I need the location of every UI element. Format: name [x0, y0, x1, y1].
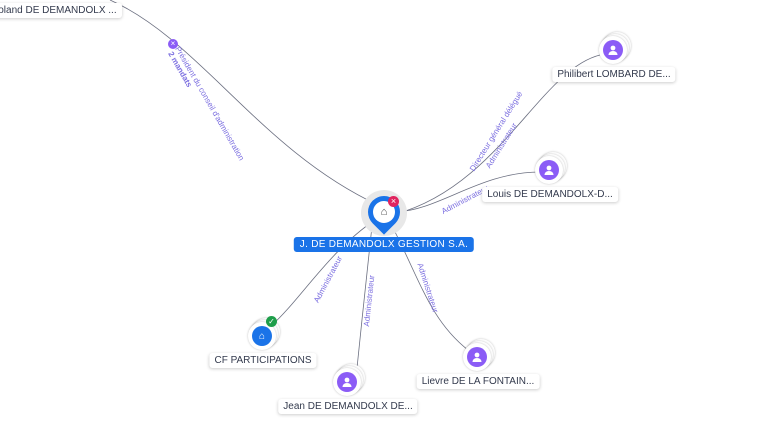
node-label-philibert[interactable]: Philibert LOMBARD DE... — [552, 67, 676, 82]
person-icon — [337, 372, 357, 392]
node-label-cf[interactable]: CF PARTICIPATIONS — [209, 353, 317, 368]
person-icon — [539, 160, 559, 180]
company-icon: ⌂ — [252, 326, 272, 346]
node-louis[interactable] — [535, 152, 567, 185]
edge-roland — [109, 0, 379, 206]
node-label-louis[interactable]: Louis DE DEMANDOLX-D... — [482, 187, 618, 202]
edge-count-icon[interactable]: × — [168, 39, 178, 49]
close-icon[interactable]: × — [388, 196, 399, 207]
node-lievre[interactable] — [463, 339, 495, 372]
verified-icon: ✓ — [266, 316, 277, 327]
company-icon: ⌂ — [373, 201, 395, 223]
edge-louis — [395, 171, 541, 213]
person-icon — [467, 347, 487, 367]
node-cf-participations[interactable]: ⌂✓ — [248, 316, 280, 351]
node-philibert[interactable] — [599, 32, 631, 65]
edge-cf — [271, 219, 376, 326]
node-label-roland[interactable]: Roland DE DEMANDOLX ... — [0, 3, 122, 18]
node-label-lievre[interactable]: Lievre DE LA FONTAIN... — [416, 374, 540, 389]
center-label[interactable]: J. DE DEMANDOLX GESTION S.A. — [293, 237, 475, 252]
person-icon — [603, 40, 623, 60]
edge-philibert — [395, 54, 601, 215]
node-label-jean[interactable]: Jean DE DEMANDOLX DE... — [278, 399, 418, 414]
node-jean[interactable] — [333, 364, 365, 397]
